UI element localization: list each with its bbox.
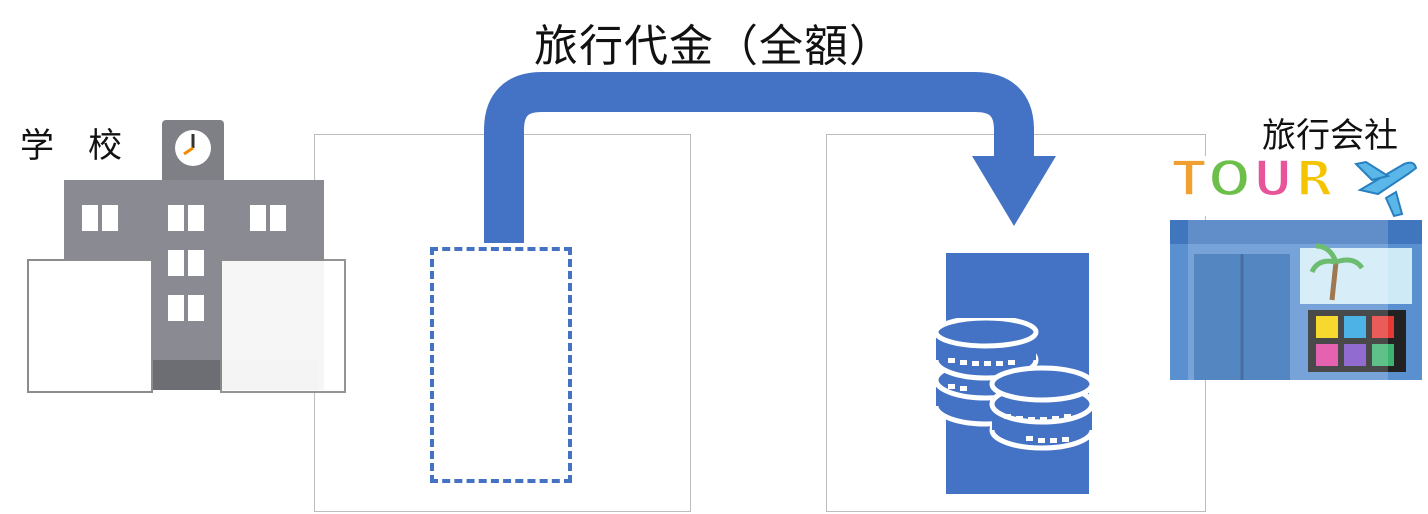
palm-tree-icon bbox=[1329, 261, 1339, 301]
sign-letter: T bbox=[1170, 149, 1209, 210]
agency-sign: TOUR bbox=[1170, 149, 1336, 210]
sign-letter: U bbox=[1251, 149, 1296, 210]
coin-stack-icon bbox=[933, 318, 1095, 451]
agency-label: 旅行会社 bbox=[1262, 116, 1398, 156]
travel-agency-storefront-icon bbox=[1166, 156, 1428, 380]
sign-letter: O bbox=[1207, 149, 1253, 210]
school-label: 学 校 bbox=[20, 126, 122, 166]
airplane-icon bbox=[1357, 161, 1418, 196]
sign-letter: R bbox=[1294, 149, 1336, 210]
school-building-icon bbox=[27, 120, 346, 393]
payment-source-placeholder bbox=[430, 247, 572, 483]
diagram-title: 旅行代金（全額） bbox=[534, 21, 894, 72]
